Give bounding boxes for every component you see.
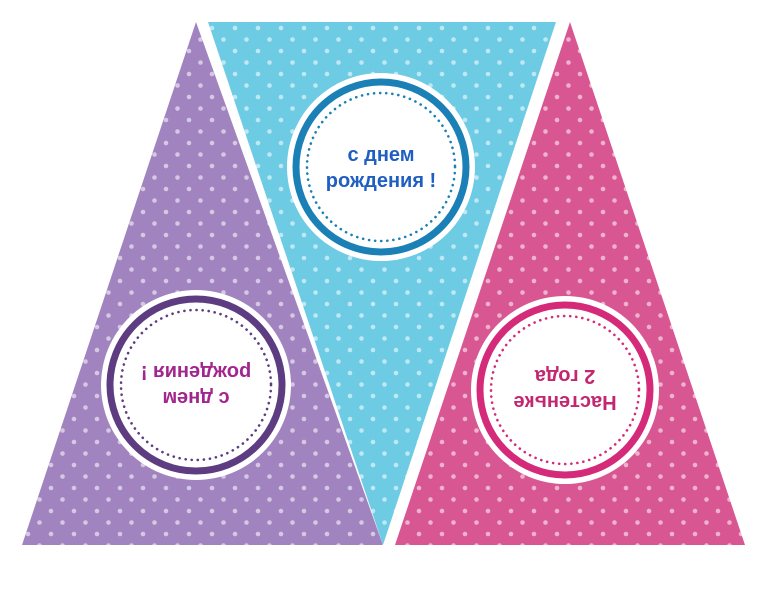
pennant-purple-badge: с днем рождения ! — [101, 290, 291, 480]
pennant-blue-badge: с днем рождения ! — [287, 73, 475, 261]
pennant-purple: с днем рождения ! — [22, 22, 383, 545]
pennant-pink: Настеньке 2 года — [395, 22, 745, 545]
pennant-pink-line-2: 2 года — [534, 365, 595, 387]
pennant-pink-badge: Настеньке 2 года — [471, 296, 659, 484]
pennant-blue-line-2: рождения ! — [326, 170, 436, 192]
pennant-pink-line-1: Настеньке — [513, 391, 616, 413]
pennant-blue-line-1: с днем — [347, 144, 414, 166]
pennant-purple-line-1: с днем — [162, 387, 229, 409]
pennant-blue: с днем рождения ! — [208, 22, 556, 545]
pennant-purple-line-2: рождения ! — [141, 361, 251, 383]
